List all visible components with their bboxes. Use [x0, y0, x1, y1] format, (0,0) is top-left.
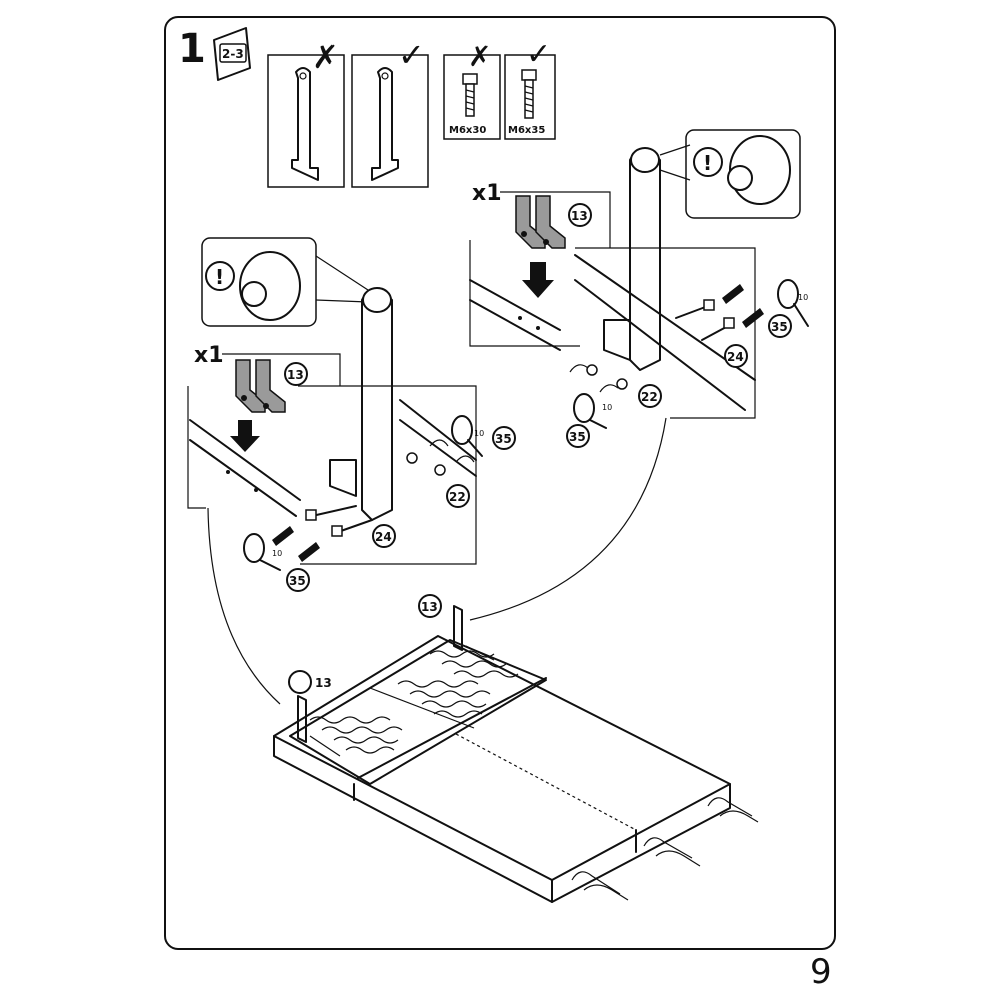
part-13-label-base-right: 13 — [421, 600, 438, 614]
zoom-connector-left — [207, 507, 281, 705]
part-13-label-left: 13 — [287, 368, 304, 382]
wrong-mark-strap: ✗ — [312, 38, 339, 76]
booklet-ref: 2-3 — [222, 47, 244, 61]
part-24-label-left: 24 — [375, 530, 392, 544]
part-35-label-left-lower: 35 — [289, 574, 306, 588]
booklet-icon: 2-3 — [213, 27, 251, 81]
quantity-left: x1 — [194, 343, 224, 368]
warning-icon-right — [693, 147, 723, 177]
arrow-down-left-icon — [230, 420, 260, 452]
left-detail: ! x1 13 10 35 22 24 — [187, 237, 516, 592]
wrench-right-lower — [573, 393, 595, 423]
part-35-label-left-upper: 35 — [495, 432, 512, 446]
installed-strap-right — [453, 605, 463, 651]
wrench-left-upper — [451, 415, 473, 445]
wrench-size-left-upper: 10 — [474, 429, 484, 438]
strap-piece-right-b — [535, 195, 566, 249]
sofa-base — [273, 605, 759, 903]
bolt-m6x35-icon — [521, 69, 537, 119]
callout-13-base-right — [418, 594, 442, 618]
leg-right — [629, 149, 661, 371]
part-35-label-right-upper: 35 — [771, 320, 788, 334]
strap-right-shape — [371, 67, 399, 181]
bolt-m6x30-icon — [462, 73, 478, 117]
arrow-bolt-left-b-icon — [298, 542, 320, 562]
quantity-right: x1 — [472, 181, 502, 206]
arrow-bolt-right-b-icon — [742, 308, 764, 328]
strap-wrong-shape — [291, 67, 319, 181]
arrow-down-right-icon — [522, 262, 554, 298]
part-35-label-right-lower: 35 — [569, 430, 586, 444]
zoom-connector-right — [469, 417, 667, 621]
wrench-size-left-lower: 10 — [272, 549, 282, 558]
warning-label-right: ! — [703, 151, 712, 175]
part-13-label-right: 13 — [571, 209, 588, 223]
wrench-size-right-upper: 10 — [798, 293, 808, 302]
wrench-size-right-lower: 10 — [602, 403, 612, 412]
arrow-bolt-left-a-icon — [272, 526, 294, 546]
part-22-label-left: 22 — [449, 490, 466, 504]
wrench-right-upper — [777, 279, 799, 309]
part-24-label-right: 24 — [727, 350, 744, 364]
page-number: 9 — [810, 952, 832, 992]
wrong-mark-bolt: ✗ — [468, 40, 491, 73]
callout-13-right — [568, 203, 592, 227]
warning-label-left: ! — [215, 265, 224, 289]
strap-piece-left-b — [255, 359, 286, 413]
warning-icon-left — [205, 261, 235, 291]
part-22-label-right: 22 — [641, 390, 658, 404]
arrow-bolt-right-a-icon — [722, 284, 744, 304]
bolt-right-size: M6x35 — [508, 125, 545, 136]
instruction-frame — [164, 16, 836, 950]
leg-left — [361, 289, 393, 521]
part-13-label-base-left: 13 — [315, 676, 332, 690]
right-mark-strap: ✓ — [398, 36, 425, 74]
strap-right-panel — [351, 54, 429, 188]
right-detail: x1 13 ! 24 10 35 — [469, 129, 809, 448]
callout-13-base-left — [288, 670, 312, 694]
installed-strap-left — [297, 695, 307, 743]
bolt-wrong-size: M6x30 — [449, 125, 486, 136]
wrench-left-lower — [243, 533, 265, 563]
step-number: 1 — [178, 26, 206, 72]
right-mark-bolt: ✓ — [526, 37, 551, 72]
